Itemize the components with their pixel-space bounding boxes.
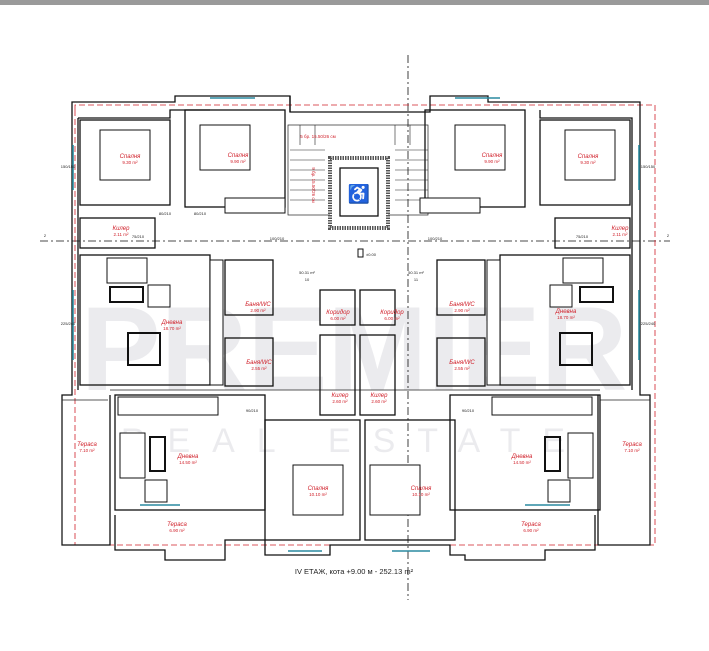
apartment-number-right: 11 bbox=[414, 277, 419, 282]
lift-level: ±0.00 bbox=[366, 252, 377, 257]
room-name: Спалня bbox=[482, 153, 504, 159]
room-area: 2.90 m² bbox=[250, 308, 266, 313]
room-name: Спалня bbox=[411, 486, 433, 492]
axis-label-left: 2 bbox=[44, 233, 47, 238]
stairs-note-vertical: 9 бр. 15.50/26 см bbox=[311, 167, 316, 202]
room-name: Дневна bbox=[555, 309, 577, 315]
wheelchair-icon: ♿ bbox=[348, 183, 370, 204]
door-dim: 100/210 bbox=[270, 236, 285, 241]
door-dim: 100/210 bbox=[428, 236, 443, 241]
room-name: Спалня bbox=[308, 486, 330, 492]
door-dim: 80/210 bbox=[194, 211, 207, 216]
room-name: Тераса bbox=[167, 522, 187, 528]
room-area: 6.90 m² bbox=[169, 528, 185, 533]
rooms-right: Спалня 9.30 m² Спалня 9.90 m² Килер 2.11… bbox=[371, 153, 643, 533]
room-name: Тераса bbox=[77, 442, 97, 448]
door-dim: 75/210 bbox=[576, 234, 589, 239]
watermark-brand: PREMIER bbox=[81, 282, 628, 416]
room-area: 6.00 m² bbox=[330, 316, 346, 321]
stairs-note: 5 бр. 15.50/26 см bbox=[300, 134, 335, 139]
room-name: Килер bbox=[332, 393, 350, 399]
room-name: Спалня bbox=[228, 153, 250, 159]
watermark-tagline: REAL ESTATE bbox=[121, 422, 587, 460]
room-name: Баня/WC bbox=[449, 302, 475, 308]
room-area: 2.90 m² bbox=[454, 308, 470, 313]
room-name: Килер bbox=[113, 226, 131, 232]
room-area: 9.90 m² bbox=[484, 159, 500, 164]
room-area: 2.60 m² bbox=[332, 399, 348, 404]
apartment-area-left: 50.31 m² bbox=[299, 270, 315, 275]
rooms-left: Спалня 9.30 m² Спалня 9.90 m² Килер 2.11… bbox=[77, 153, 350, 533]
window-dim: 150/150 bbox=[641, 164, 656, 169]
room-name: Дневна bbox=[161, 320, 183, 326]
door-dim: 75/210 bbox=[132, 234, 145, 239]
room-area: 6.00 m² bbox=[384, 316, 400, 321]
room-area: 6.90 m² bbox=[523, 528, 539, 533]
room-area: 18.70 m² bbox=[557, 315, 575, 320]
room-area: 2.55 m² bbox=[454, 366, 470, 371]
window-dim: 150/150 bbox=[61, 164, 76, 169]
windows bbox=[72, 97, 640, 552]
room-name: Килер bbox=[371, 393, 389, 399]
door-dim: 90/210 bbox=[246, 408, 259, 413]
floor-title: IV ЕТАЖ, кота +9.00 м - 252.13 m² bbox=[295, 567, 414, 576]
stairwell: ♿ 5 бр. 15.50/26 см 9 бр. 15.50/26 см ±0… bbox=[287, 124, 429, 258]
furniture bbox=[99, 124, 616, 516]
watermark: PREMIER REAL ESTATE bbox=[81, 282, 628, 460]
door-dim: 80/210 bbox=[159, 211, 172, 216]
room-area: 14.50 m² bbox=[513, 460, 531, 465]
room-area: 9.30 m² bbox=[580, 160, 596, 165]
top-bar bbox=[0, 0, 709, 5]
window-dim: 225/240 bbox=[641, 321, 656, 326]
room-name: Спалня bbox=[578, 154, 600, 160]
plot-boundary bbox=[74, 104, 656, 546]
room-area: 2.11 m² bbox=[114, 232, 129, 237]
room-name: Баня/WC bbox=[246, 360, 272, 366]
room-name: Дневна bbox=[511, 454, 533, 460]
room-name: Спалня bbox=[120, 154, 142, 160]
room-area: 7.10 m² bbox=[79, 448, 95, 453]
room-area: 2.60 m² bbox=[371, 399, 387, 404]
room-name: Баня/WC bbox=[449, 360, 475, 366]
room-name: Килер bbox=[612, 226, 630, 232]
lift-level-marker bbox=[357, 248, 364, 258]
room-name: Баня/WC bbox=[245, 302, 271, 308]
room-area: 9.90 m² bbox=[230, 159, 246, 164]
room-area: 10.10 m² bbox=[309, 492, 327, 497]
room-name: Тераса bbox=[622, 442, 642, 448]
room-name: Коридор bbox=[326, 310, 350, 316]
dimension-tags: 80/210 80/210 75/210 100/210 90/210 90/2… bbox=[61, 164, 656, 413]
interior-walls bbox=[79, 109, 631, 541]
apartment-area-right: 50.31 m² bbox=[408, 270, 424, 275]
room-area: 2.55 m² bbox=[251, 366, 267, 371]
room-area: 18.70 m² bbox=[163, 326, 181, 331]
room-area: 14.50 m² bbox=[179, 460, 197, 465]
apartment-number-left: 10 bbox=[305, 277, 310, 282]
room-area: 2.11 m² bbox=[613, 232, 628, 237]
room-area: 9.30 m² bbox=[122, 160, 138, 165]
room-name: Дневна bbox=[177, 454, 199, 460]
room-name: Коридор bbox=[380, 310, 404, 316]
room-name: Тераса bbox=[521, 522, 541, 528]
room-area: 10.10 m² bbox=[412, 492, 430, 497]
door-dim: 90/210 bbox=[462, 408, 475, 413]
axis-label-right: 2 bbox=[667, 233, 670, 238]
room-area: 7.10 m² bbox=[624, 448, 640, 453]
window-dim: 225/240 bbox=[61, 321, 76, 326]
